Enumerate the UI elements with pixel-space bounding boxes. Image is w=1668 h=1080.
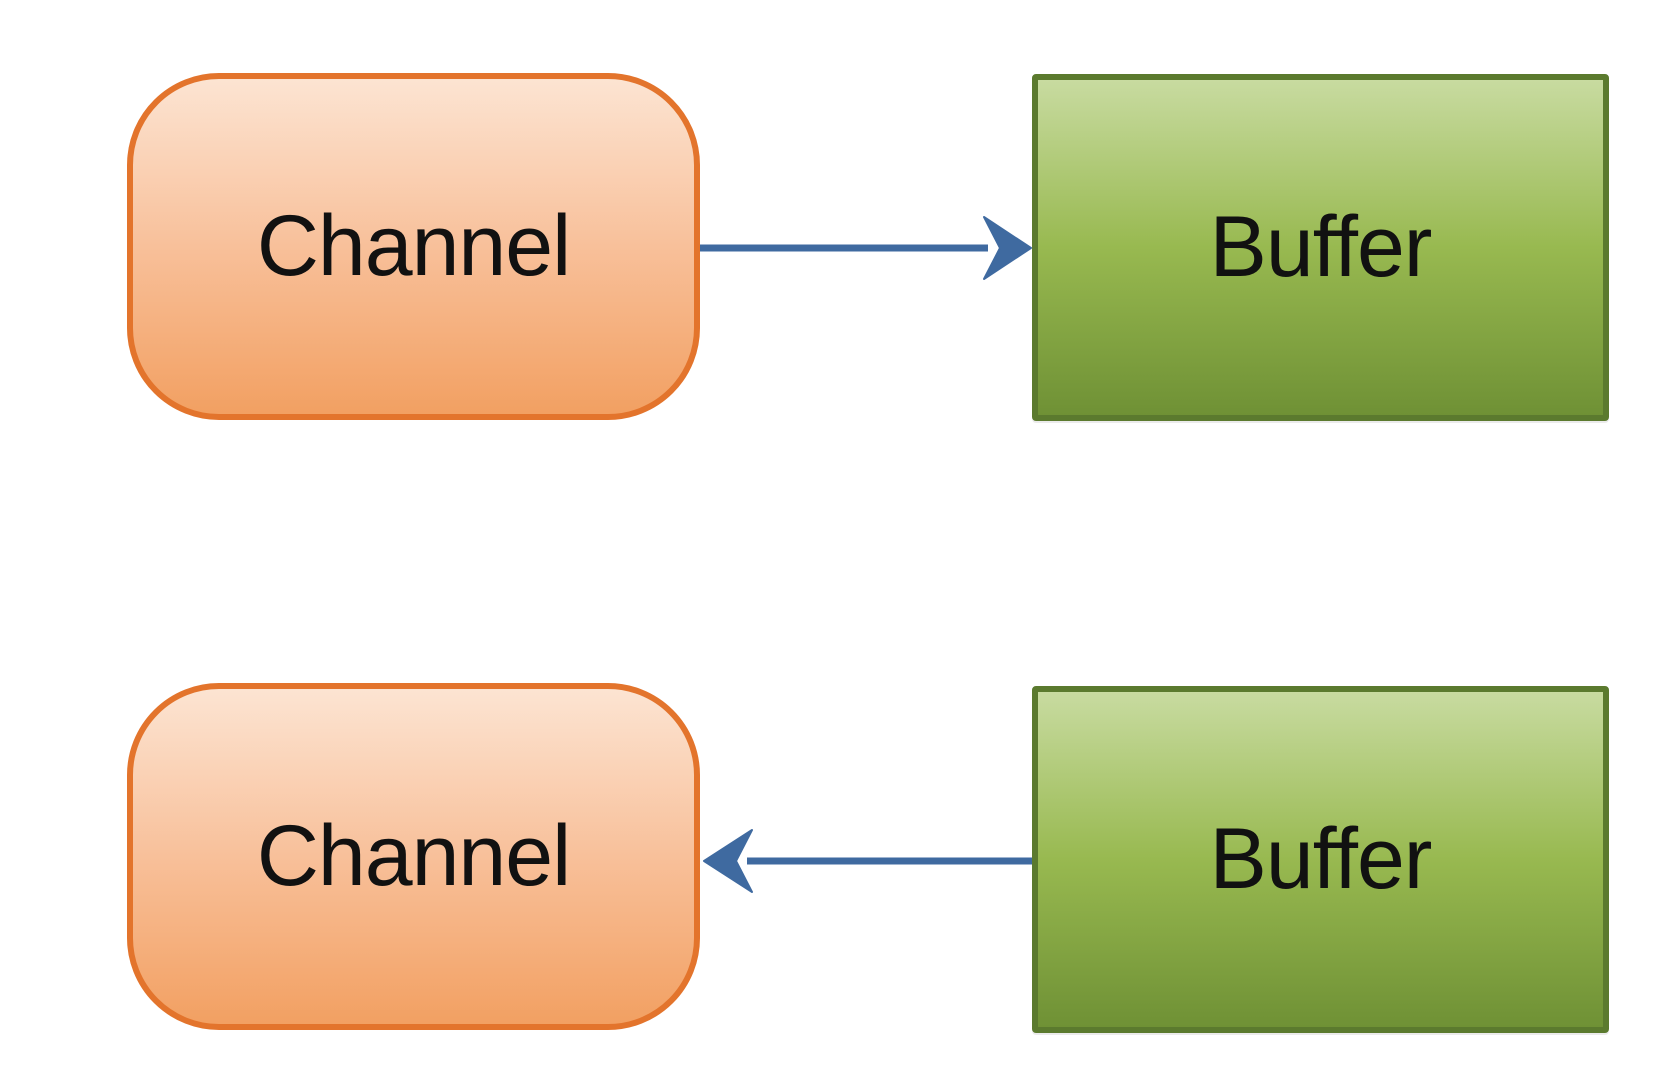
buffer-node-bottom: Buffer bbox=[1032, 686, 1609, 1033]
buffer-label-bottom: Buffer bbox=[1209, 811, 1433, 907]
arrow-buffer-to-channel bbox=[703, 829, 1032, 893]
buffer-label-top: Buffer bbox=[1209, 199, 1433, 295]
buffer-node-top: Buffer bbox=[1032, 74, 1609, 421]
channel-node-top: Channel bbox=[127, 73, 700, 420]
channel-label-bottom: Channel bbox=[256, 808, 571, 904]
channel-label-top: Channel bbox=[256, 198, 571, 294]
channel-node-bottom: Channel bbox=[127, 683, 700, 1030]
arrow-channel-to-buffer bbox=[700, 216, 1032, 280]
